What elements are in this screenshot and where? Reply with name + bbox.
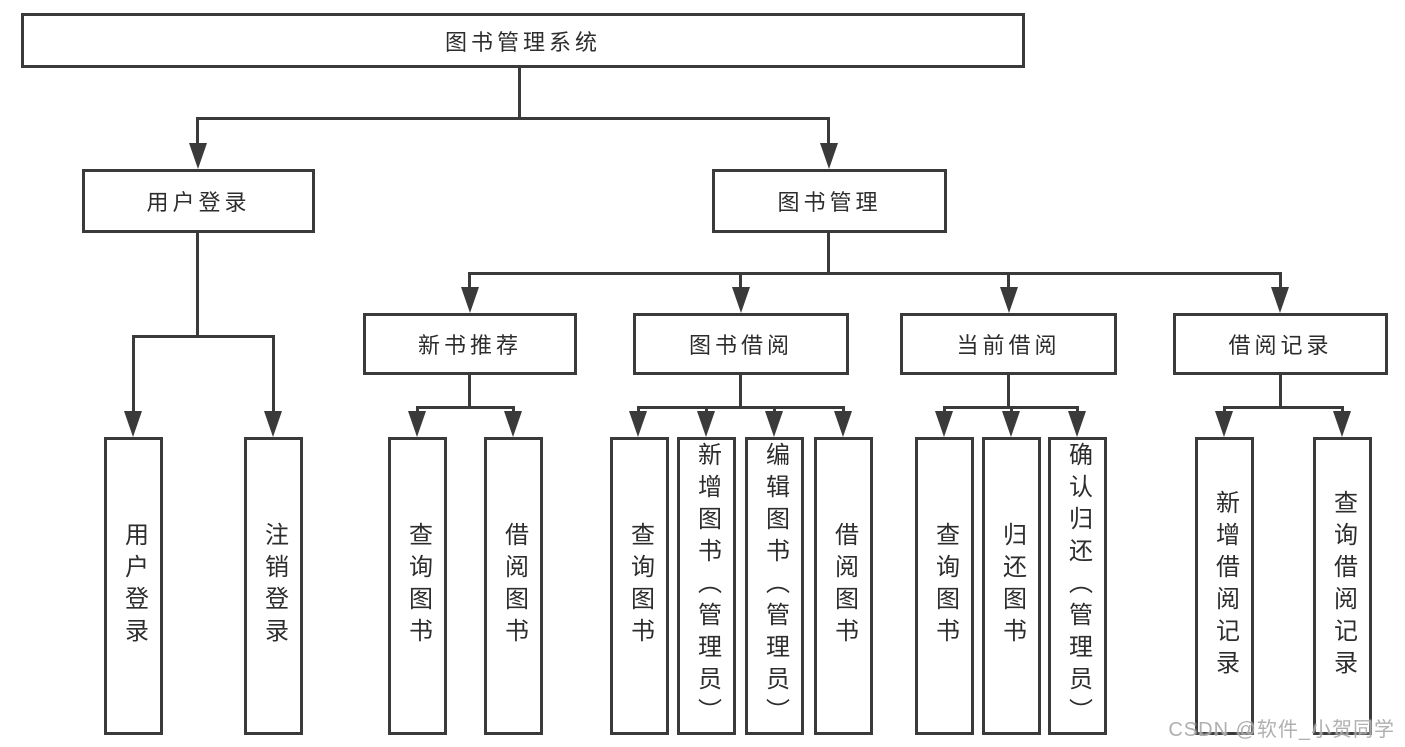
- leaf-logout: 注销登录: [244, 437, 303, 735]
- node-book-borrow: 图书借阅: [633, 313, 849, 375]
- arrowhead-down-icon: [461, 287, 479, 313]
- edge-root-to-book-management: [827, 117, 830, 147]
- edge-new-book-trunk: [468, 375, 471, 406]
- node-root-library-management-system: 图书管理系统: [21, 13, 1025, 68]
- edge-to-new-book: [468, 272, 471, 290]
- edge-stub: [416, 406, 419, 413]
- edge-book-management-trunk: [827, 233, 830, 272]
- csdn-watermark: CSDN @软件_小贺同学: [1168, 719, 1395, 741]
- node-current-borrow: 当前借阅: [900, 313, 1117, 375]
- edge-stub: [1076, 406, 1079, 413]
- arrowhead-down-icon: [697, 411, 715, 437]
- edge-to-current-borrow: [1007, 272, 1010, 290]
- edge-to-leaf-logout: [272, 335, 275, 413]
- edge-stub: [705, 406, 708, 413]
- edge-stub: [842, 406, 845, 413]
- edge-stub: [943, 406, 946, 413]
- arrowhead-down-icon: [935, 411, 953, 437]
- arrowhead-down-icon: [189, 143, 207, 169]
- node-new-book-recommend: 新书推荐: [363, 313, 577, 375]
- edge-to-borrow-record: [1279, 272, 1282, 290]
- edge-root-trunk: [518, 68, 521, 117]
- arrowhead-down-icon: [124, 411, 142, 437]
- edge-stub: [1010, 406, 1013, 413]
- arrowhead-down-icon: [834, 411, 852, 437]
- node-book-management: 图书管理: [712, 169, 947, 233]
- edge-book-borrow-trunk: [739, 375, 742, 406]
- leaf-confirm-return-admin: 确认归还（管理员）: [1048, 437, 1107, 735]
- arrowhead-down-icon: [765, 411, 783, 437]
- leaf-borrow-books-recommend: 借阅图书: [484, 437, 543, 735]
- arrowhead-down-icon: [504, 411, 522, 437]
- edge-current-borrow-trunk: [1007, 375, 1010, 406]
- edge-root-branch: [196, 117, 830, 120]
- edge-borrow-record-branch: [1223, 406, 1344, 409]
- leaf-query-books-recommend: 查询图书: [388, 437, 447, 735]
- arrowhead-down-icon: [732, 287, 750, 313]
- edge-user-login-branch: [132, 335, 275, 338]
- edge-book-management-branch: [468, 272, 1282, 275]
- arrowhead-down-icon: [629, 411, 647, 437]
- leaf-edit-books-admin: 编辑图书（管理员）: [745, 437, 804, 735]
- node-user-login: 用户登录: [82, 169, 315, 233]
- leaf-borrow-books: 借阅图书: [814, 437, 873, 735]
- arrowhead-down-icon: [408, 411, 426, 437]
- edge-to-book-borrow: [739, 272, 742, 290]
- edge-stub: [637, 406, 640, 413]
- leaf-user-login: 用户登录: [104, 437, 163, 735]
- leaf-add-books-admin: 新增图书（管理员）: [677, 437, 736, 735]
- edge-new-book-branch: [416, 406, 515, 409]
- leaf-query-books-borrow: 查询图书: [610, 437, 669, 735]
- leaf-add-borrow-record: 新增借阅记录: [1195, 437, 1254, 735]
- arrowhead-down-icon: [1333, 411, 1351, 437]
- edge-to-leaf-user-login: [132, 335, 135, 413]
- edge-root-to-user-login: [196, 117, 199, 147]
- arrowhead-down-icon: [1068, 411, 1086, 437]
- edge-borrow-record-trunk: [1279, 375, 1282, 406]
- arrowhead-down-icon: [264, 411, 282, 437]
- arrowhead-down-icon: [1002, 411, 1020, 437]
- arrowhead-down-icon: [1000, 287, 1018, 313]
- arrowhead-down-icon: [1271, 287, 1289, 313]
- edge-stub: [512, 406, 515, 413]
- leaf-query-books-current: 查询图书: [915, 437, 974, 735]
- edge-stub: [773, 406, 776, 413]
- arrowhead-down-icon: [1215, 411, 1233, 437]
- edge-user-login-trunk: [196, 233, 199, 335]
- node-borrow-record: 借阅记录: [1173, 313, 1388, 375]
- edge-stub: [1223, 406, 1226, 413]
- edge-stub: [1341, 406, 1344, 413]
- arrowhead-down-icon: [820, 143, 838, 169]
- leaf-query-borrow-record: 查询借阅记录: [1313, 437, 1372, 735]
- leaf-return-books: 归还图书: [982, 437, 1041, 735]
- edge-book-borrow-branch: [637, 406, 845, 409]
